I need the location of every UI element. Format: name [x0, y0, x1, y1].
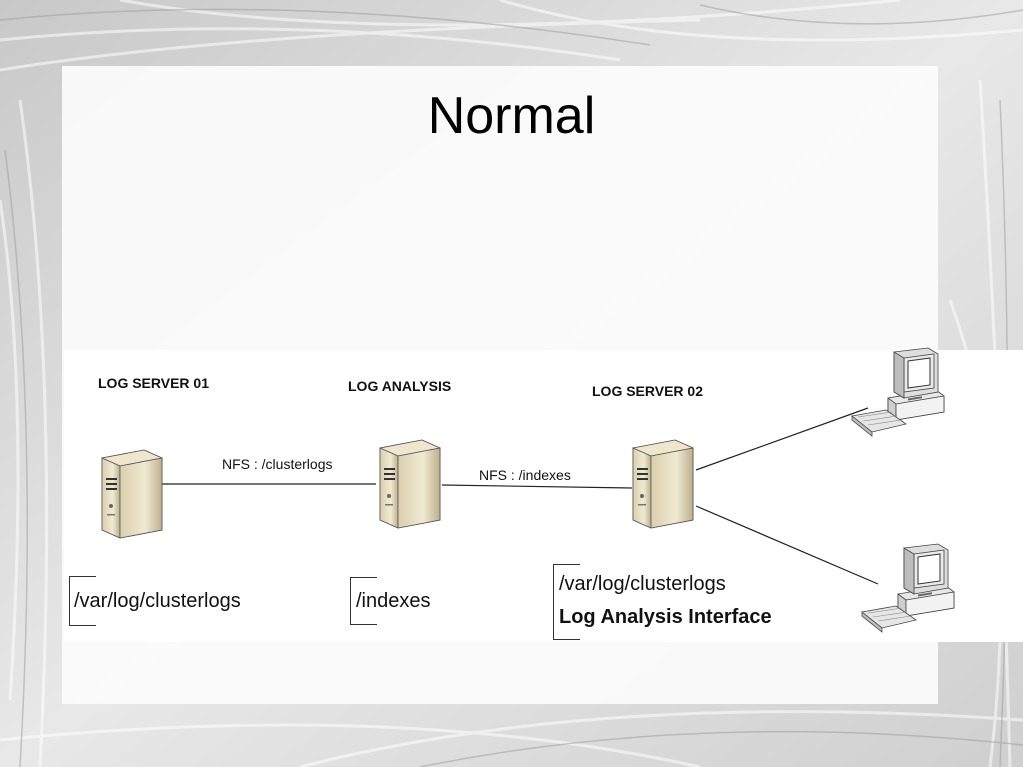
server-tower-icon [379, 439, 441, 529]
analysis-path-label: /indexes [356, 590, 431, 612]
nfs-clusterlogs-label: NFS : /clusterlogs [222, 456, 333, 472]
server01-path-label: /var/log/clusterlogs [74, 590, 241, 612]
nfs-indexes-label: NFS : /indexes [479, 467, 571, 483]
server-tower-icon [101, 449, 163, 539]
server-tower-icon [632, 439, 694, 529]
log-server-01-label: LOG SERVER 01 [98, 375, 210, 391]
diagram-area [64, 350, 1023, 642]
link-analysis-server02 [441, 484, 633, 489]
log-analysis-label: LOG ANALYSIS [348, 378, 452, 394]
link-server02-workstation-bottom [695, 505, 879, 585]
server02-path-label: /var/log/clusterlogs [559, 573, 726, 595]
log-server-02-label: LOG SERVER 02 [592, 383, 704, 399]
connection-lines [162, 407, 879, 585]
desktop-computer-icon [851, 347, 945, 437]
link-server02-workstation-top [695, 407, 869, 471]
log-analysis-interface-label: Log Analysis Interface [559, 606, 772, 628]
annotation-bracket [553, 564, 580, 640]
annotation-bracket [350, 577, 377, 625]
slide-title: Normal [427, 87, 596, 145]
annotation-bracket [69, 576, 96, 626]
desktop-computer-icon [861, 543, 955, 633]
